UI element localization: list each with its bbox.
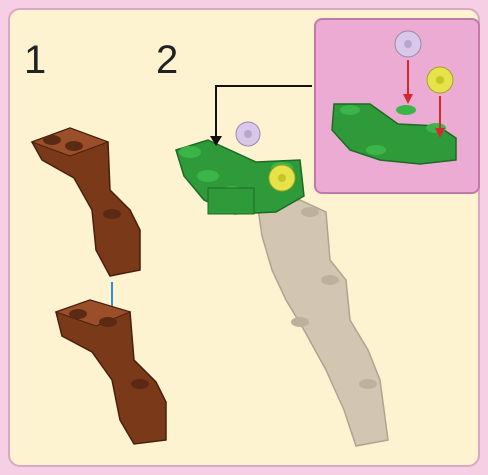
step-number-1: 1 xyxy=(24,38,47,82)
tan-arch-column xyxy=(257,199,389,447)
arrow-down-red-icon xyxy=(435,96,445,138)
inset-green-base xyxy=(331,103,457,165)
inset-lilac-flower xyxy=(394,30,422,58)
yellow-flower xyxy=(268,164,296,192)
arrow-down-red-icon xyxy=(403,60,413,104)
brown-arch-lower xyxy=(54,299,167,445)
step-number-2: 2 xyxy=(156,38,179,82)
inset-yellow-flower xyxy=(426,66,454,94)
brown-arch-upper xyxy=(30,127,141,277)
callout-arrow-icon xyxy=(210,85,312,146)
lilac-flower xyxy=(235,121,261,147)
